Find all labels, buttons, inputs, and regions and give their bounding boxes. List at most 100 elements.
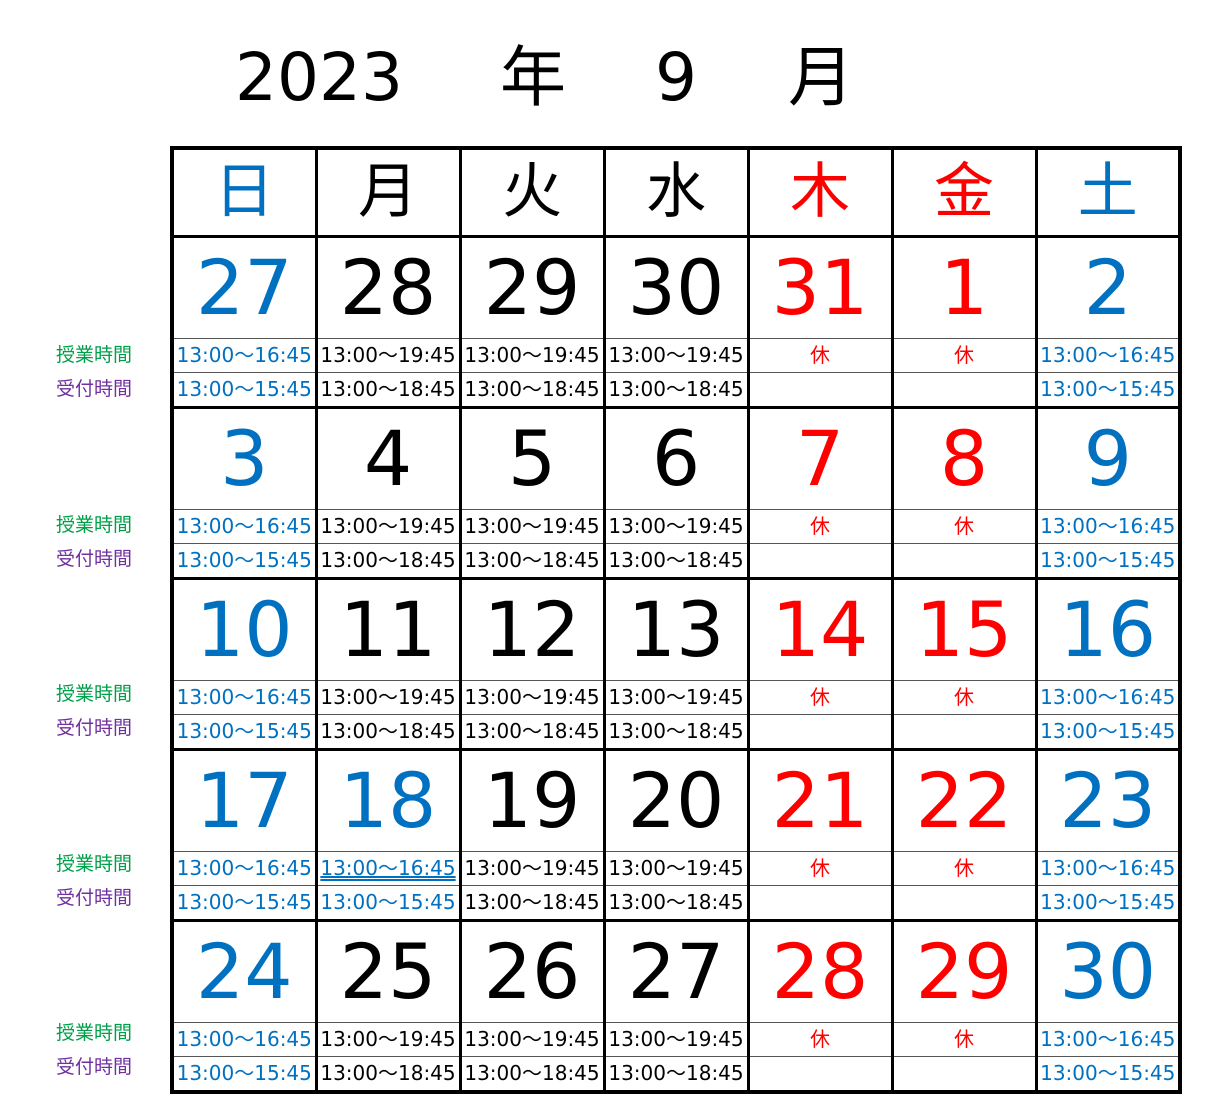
lesson-hours: 13:00～19:45 xyxy=(460,1022,606,1057)
lesson-hours: 休 xyxy=(892,851,1038,886)
lesson-hours: 13:00～19:45 xyxy=(604,338,750,373)
reception-hours-label: 受付時間 xyxy=(56,1056,133,1078)
weekday-header: 金 xyxy=(892,148,1038,238)
lesson-hours: 休 xyxy=(748,851,894,886)
reception-hours xyxy=(748,1056,894,1092)
reception-hours xyxy=(748,714,894,751)
day-number: 22 xyxy=(892,749,1038,852)
reception-hours: 13:00～15:45 xyxy=(1036,372,1180,409)
reception-hours-label: 受付時間 xyxy=(56,886,133,909)
weekday-header: 火 xyxy=(460,148,606,238)
day-number: 8 xyxy=(892,407,1038,510)
reception-hours xyxy=(892,1056,1038,1092)
day-number: 29 xyxy=(460,236,606,339)
reception-hours: 13:00～18:45 xyxy=(604,714,750,751)
reception-hours xyxy=(892,543,1038,580)
day-number: 30 xyxy=(1059,927,1157,1016)
lesson-hours: 休 xyxy=(892,338,1038,373)
reception-hours: 13:00～15:45 xyxy=(1036,885,1180,922)
calendar-title: 2023 年 9 月 xyxy=(0,38,1206,118)
weekday-header: 土 xyxy=(1036,148,1180,238)
day-number: 12 xyxy=(460,578,606,681)
day-number: 3 xyxy=(172,407,318,510)
reception-hours: 13:00～18:45 xyxy=(460,714,606,751)
reception-hours: 13:00～18:45 xyxy=(604,885,750,922)
lesson-hours: 13:00～19:45 xyxy=(460,680,606,715)
lesson-hours: 13:00～16:45 xyxy=(1036,509,1180,544)
lesson-hours: 13:00～16:45 xyxy=(172,509,318,544)
reception-hours: 13:00～15:45 xyxy=(172,543,318,580)
lesson-hours: 13:00～19:45 xyxy=(604,509,750,544)
lesson-hours: 13:00～19:45 xyxy=(316,509,462,544)
lesson-hours: 13:00～19:45 xyxy=(604,851,750,886)
day-number: 10 xyxy=(172,578,318,681)
reception-hours: 13:00～18:45 xyxy=(460,543,606,580)
day-number: 20 xyxy=(604,749,750,852)
lesson-hours-label: 授業時間 xyxy=(56,513,133,536)
day-number: 30 xyxy=(604,236,750,339)
day-number: 13 xyxy=(604,578,750,681)
lesson-hours-label: 授業時間 xyxy=(56,1022,133,1044)
reception-hours: 13:00～18:45 xyxy=(316,543,462,580)
reception-hours: 13:00～18:45 xyxy=(316,372,462,409)
day-number: 1 xyxy=(892,236,1038,339)
day-number: 11 xyxy=(316,578,462,681)
lesson-hours: 13:00～19:45 xyxy=(460,338,606,373)
day-number: 5 xyxy=(460,407,606,510)
reception-hours-label: 受付時間 xyxy=(56,547,133,570)
lesson-hours: 13:00～16:45 xyxy=(1036,851,1180,886)
reception-hours: 13:00～15:45 xyxy=(1036,543,1180,580)
day-number: 2 xyxy=(1083,243,1132,332)
reception-hours: 13:00～18:45 xyxy=(604,543,750,580)
lesson-hours-label: 授業時間 xyxy=(56,852,133,875)
lesson-hours-label: 授業時間 xyxy=(56,344,133,366)
day-number: 26 xyxy=(460,920,606,1023)
day-number: 16 xyxy=(1059,585,1157,674)
lesson-hours: 13:00～19:45 xyxy=(316,680,462,715)
reception-hours: 13:00～15:45 xyxy=(1036,1056,1180,1092)
reception-hours: 13:00～15:45 xyxy=(316,885,462,922)
lesson-hours: 13:00～16:45 xyxy=(1036,338,1180,373)
reception-hours: 13:00～18:45 xyxy=(604,372,750,409)
lesson-hours: 休 xyxy=(748,509,894,544)
day-number: 7 xyxy=(748,407,894,510)
lesson-hours: 13:00～16:45 xyxy=(172,680,318,715)
reception-hours xyxy=(892,885,1038,922)
title-year-suffix: 年 xyxy=(500,39,566,116)
lesson-hours: 13:00～19:45 xyxy=(316,1022,462,1057)
reception-hours: 13:00～15:45 xyxy=(172,1056,318,1092)
title-month-suffix: 月 xyxy=(788,39,854,116)
lesson-hours: 休 xyxy=(892,1022,1038,1057)
reception-hours xyxy=(748,372,894,409)
reception-hours: 13:00～18:45 xyxy=(460,1056,606,1092)
reception-hours: 13:00～15:45 xyxy=(172,885,318,922)
reception-hours-label: 受付時間 xyxy=(56,378,133,400)
lesson-hours: 13:00～16:45 xyxy=(172,851,318,886)
reception-hours: 13:00～18:45 xyxy=(604,1056,750,1092)
weekday-header: 木 xyxy=(748,148,894,238)
lesson-hours: 13:00～19:45 xyxy=(460,509,606,544)
lesson-hours: 13:00～19:45 xyxy=(604,680,750,715)
reception-hours: 13:00～15:45 xyxy=(1036,714,1180,751)
lesson-hours: 休 xyxy=(892,509,1038,544)
weekday-header: 月 xyxy=(316,148,462,238)
day-number: 23 xyxy=(1059,756,1157,845)
day-number: 17 xyxy=(172,749,318,852)
day-number: 14 xyxy=(748,578,894,681)
day-number: 6 xyxy=(604,407,750,510)
day-number: 19 xyxy=(460,749,606,852)
weekday-header: 水 xyxy=(604,148,750,238)
lesson-hours: 13:00～16:45 xyxy=(1036,680,1180,715)
